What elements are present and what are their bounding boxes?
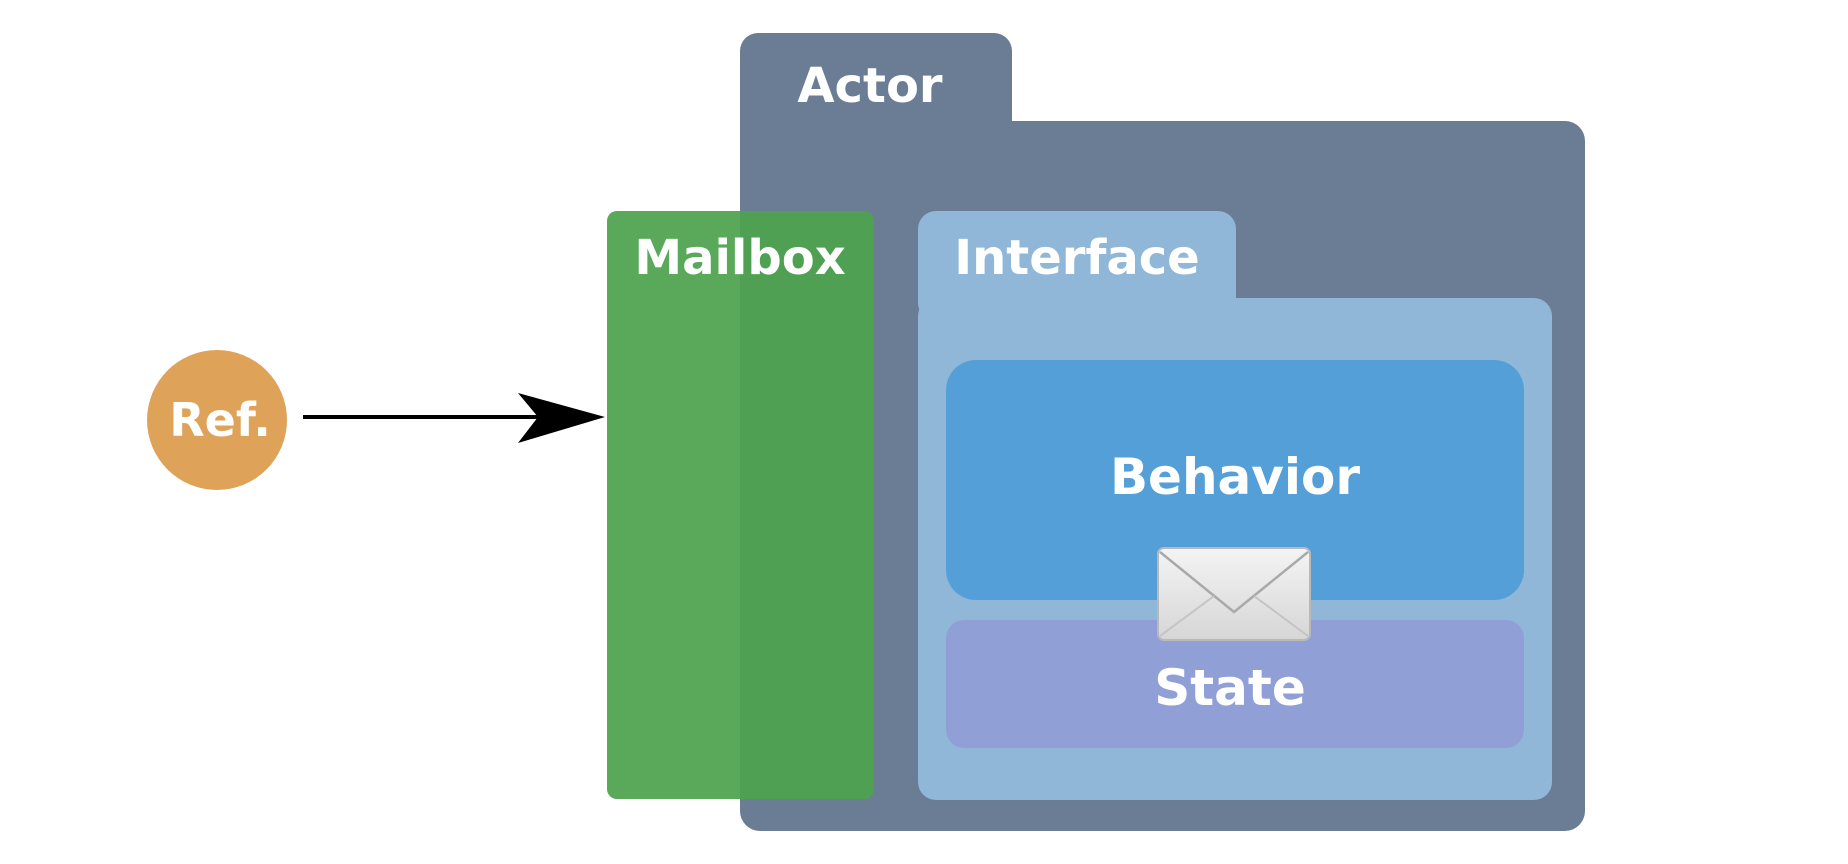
arrowhead	[518, 393, 605, 443]
ref-circle	[147, 350, 287, 490]
behavior-box: Behavior	[946, 360, 1524, 600]
ref-node: Ref.	[147, 350, 287, 490]
state-background	[946, 620, 1524, 748]
actor-label: Actor	[797, 58, 943, 114]
mailbox: Mailbox	[607, 211, 874, 799]
envelope-icon	[1157, 547, 1311, 641]
behavior-label: Behavior	[1110, 448, 1360, 506]
reference-arrow	[303, 393, 605, 443]
interface-label: Interface	[954, 230, 1199, 286]
mailbox-body	[607, 211, 874, 799]
mailbox-label: Mailbox	[634, 230, 845, 286]
state-box: State	[946, 620, 1524, 748]
state-label: State	[1154, 659, 1305, 717]
behavior-background	[946, 360, 1524, 600]
ref-label: Ref.	[169, 393, 271, 447]
interface-tab	[918, 211, 1236, 321]
